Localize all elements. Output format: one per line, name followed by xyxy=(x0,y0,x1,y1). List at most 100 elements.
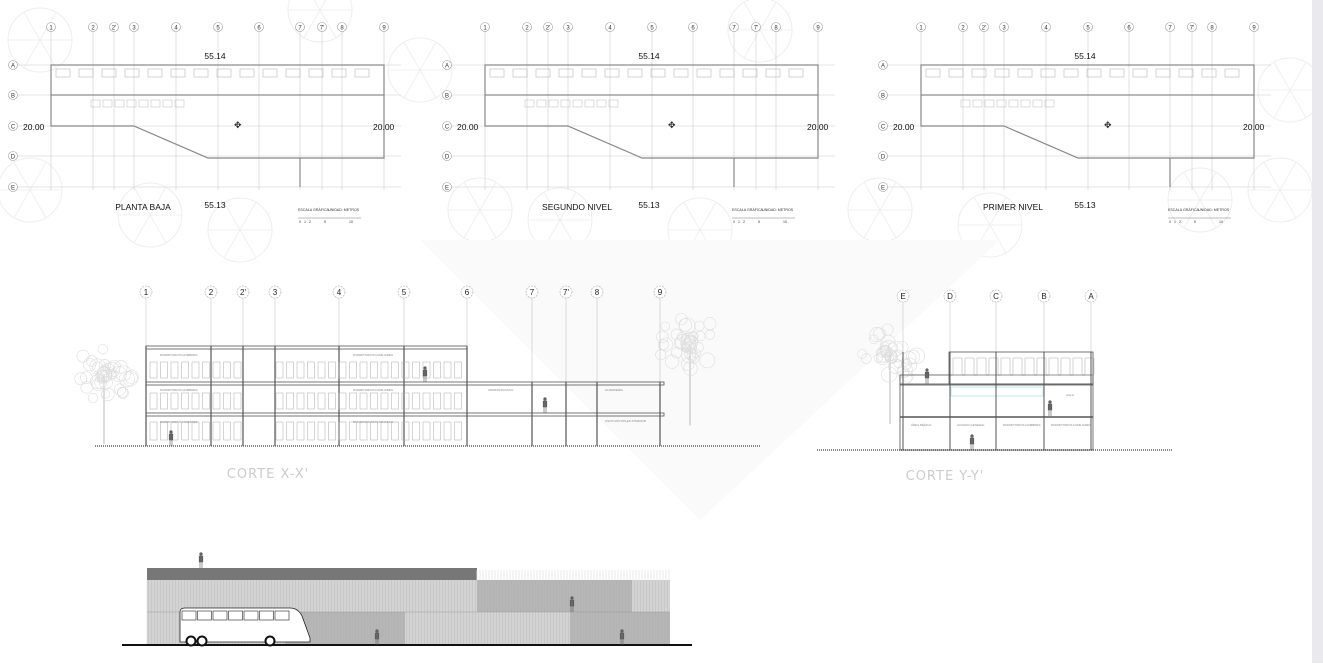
tree-branch xyxy=(864,210,880,238)
furniture xyxy=(609,100,618,107)
window xyxy=(234,362,241,378)
grid-axis-label: C xyxy=(993,292,999,301)
furniture-bed xyxy=(1064,69,1078,77)
furniture-bed xyxy=(1156,69,1170,77)
dimension-left: 20.00 xyxy=(893,122,915,132)
window xyxy=(977,358,986,375)
tree-elevation xyxy=(75,344,139,444)
tree-branch xyxy=(1264,190,1280,218)
window xyxy=(192,393,199,409)
scale-tick: 1 xyxy=(738,220,740,224)
tree-foliage xyxy=(77,350,89,362)
grid-column-label: 2' xyxy=(240,288,246,297)
slab xyxy=(146,382,467,385)
tree-branch xyxy=(880,210,896,238)
scale-unit: UNIDAD: METROS xyxy=(328,208,360,212)
grid-column-label: 2 xyxy=(209,288,214,297)
person-icon xyxy=(1048,401,1052,416)
grid-column-label: 7 xyxy=(530,288,535,297)
furniture-bed xyxy=(1179,69,1193,77)
window xyxy=(213,362,220,378)
furniture-bed xyxy=(125,69,139,77)
window xyxy=(423,422,430,440)
window xyxy=(297,362,304,378)
scale-label: ESCALA GRÁFICA xyxy=(1168,208,1200,212)
furniture-bed xyxy=(1041,69,1055,77)
grid-row-label: B xyxy=(445,93,449,99)
tree-branch xyxy=(224,202,240,230)
tree-branch xyxy=(1264,162,1280,190)
window xyxy=(350,362,357,378)
tree-branch xyxy=(30,190,46,218)
section-title: CORTE X-X' xyxy=(227,467,309,482)
window xyxy=(444,362,451,378)
tree-branch xyxy=(320,0,336,10)
window xyxy=(329,362,336,378)
tree-branch xyxy=(760,30,776,58)
room-label: ADMINISTRATIVO xyxy=(488,388,514,392)
grid-column-label: 9 xyxy=(658,288,663,297)
tree-foliage xyxy=(899,371,912,384)
window xyxy=(318,362,325,378)
furniture-bed xyxy=(490,69,504,77)
dimension-bottom: 55.13 xyxy=(204,200,226,210)
tree-branch xyxy=(1280,162,1296,190)
level-marker-icon: ✥ xyxy=(668,120,676,130)
tree-branch xyxy=(420,70,436,98)
window xyxy=(444,393,451,409)
window xyxy=(161,362,168,378)
tree-branch xyxy=(1290,90,1306,118)
furniture-bed xyxy=(1133,69,1147,77)
tree-branch xyxy=(40,40,56,68)
furniture-bed xyxy=(309,69,323,77)
furniture xyxy=(127,100,136,107)
window xyxy=(182,362,189,378)
furniture-bed xyxy=(697,69,711,77)
window xyxy=(455,393,462,409)
bus-wheel xyxy=(266,637,275,646)
window xyxy=(1025,358,1034,375)
tree-branch xyxy=(1184,200,1200,228)
tree-branch xyxy=(24,12,40,40)
window xyxy=(392,362,399,378)
level-marker-icon: ✥ xyxy=(1104,120,1112,130)
dimension-top: 55.14 xyxy=(638,51,660,61)
window xyxy=(371,393,378,409)
scale-tick: 5 xyxy=(758,220,760,224)
facade-panel-dark xyxy=(477,580,632,612)
room-label: ACCESO GENERAL xyxy=(957,423,985,427)
grid-column-label: 6 xyxy=(465,288,470,297)
person-icon xyxy=(169,431,173,446)
person-icon xyxy=(543,398,547,413)
furniture-bed xyxy=(743,69,757,77)
furniture-bed xyxy=(355,69,369,77)
window xyxy=(234,393,241,409)
room-label: DORMITORIOS FAMILIARES xyxy=(353,420,393,424)
person-icon xyxy=(970,435,974,450)
grid-row-label: A xyxy=(11,63,15,69)
scale-tick: 2 xyxy=(1179,220,1181,224)
grid-axis-label: E xyxy=(900,292,905,301)
tree-branch xyxy=(864,182,880,210)
dimension-right: 20.00 xyxy=(373,122,395,132)
window xyxy=(360,362,367,378)
furniture-bed xyxy=(194,69,208,77)
furniture-bed xyxy=(79,69,93,77)
furniture-bed xyxy=(559,69,573,77)
window xyxy=(192,362,199,378)
tree-branch xyxy=(24,40,40,68)
window xyxy=(402,362,409,378)
room-label: AULA xyxy=(1066,393,1074,397)
vertical-scrollbar[interactable] xyxy=(1312,0,1323,663)
scale-label: ESCALA GRÁFICA xyxy=(298,208,330,212)
window xyxy=(276,422,283,440)
furniture-bed xyxy=(651,69,665,77)
furniture xyxy=(139,100,148,107)
window xyxy=(371,422,378,440)
grid-row-label: B xyxy=(881,93,885,99)
scale-tick: 0 xyxy=(733,220,735,224)
tree-foliage xyxy=(81,381,93,393)
grid-row-label: E xyxy=(881,185,885,191)
window xyxy=(276,362,283,378)
window xyxy=(371,362,378,378)
